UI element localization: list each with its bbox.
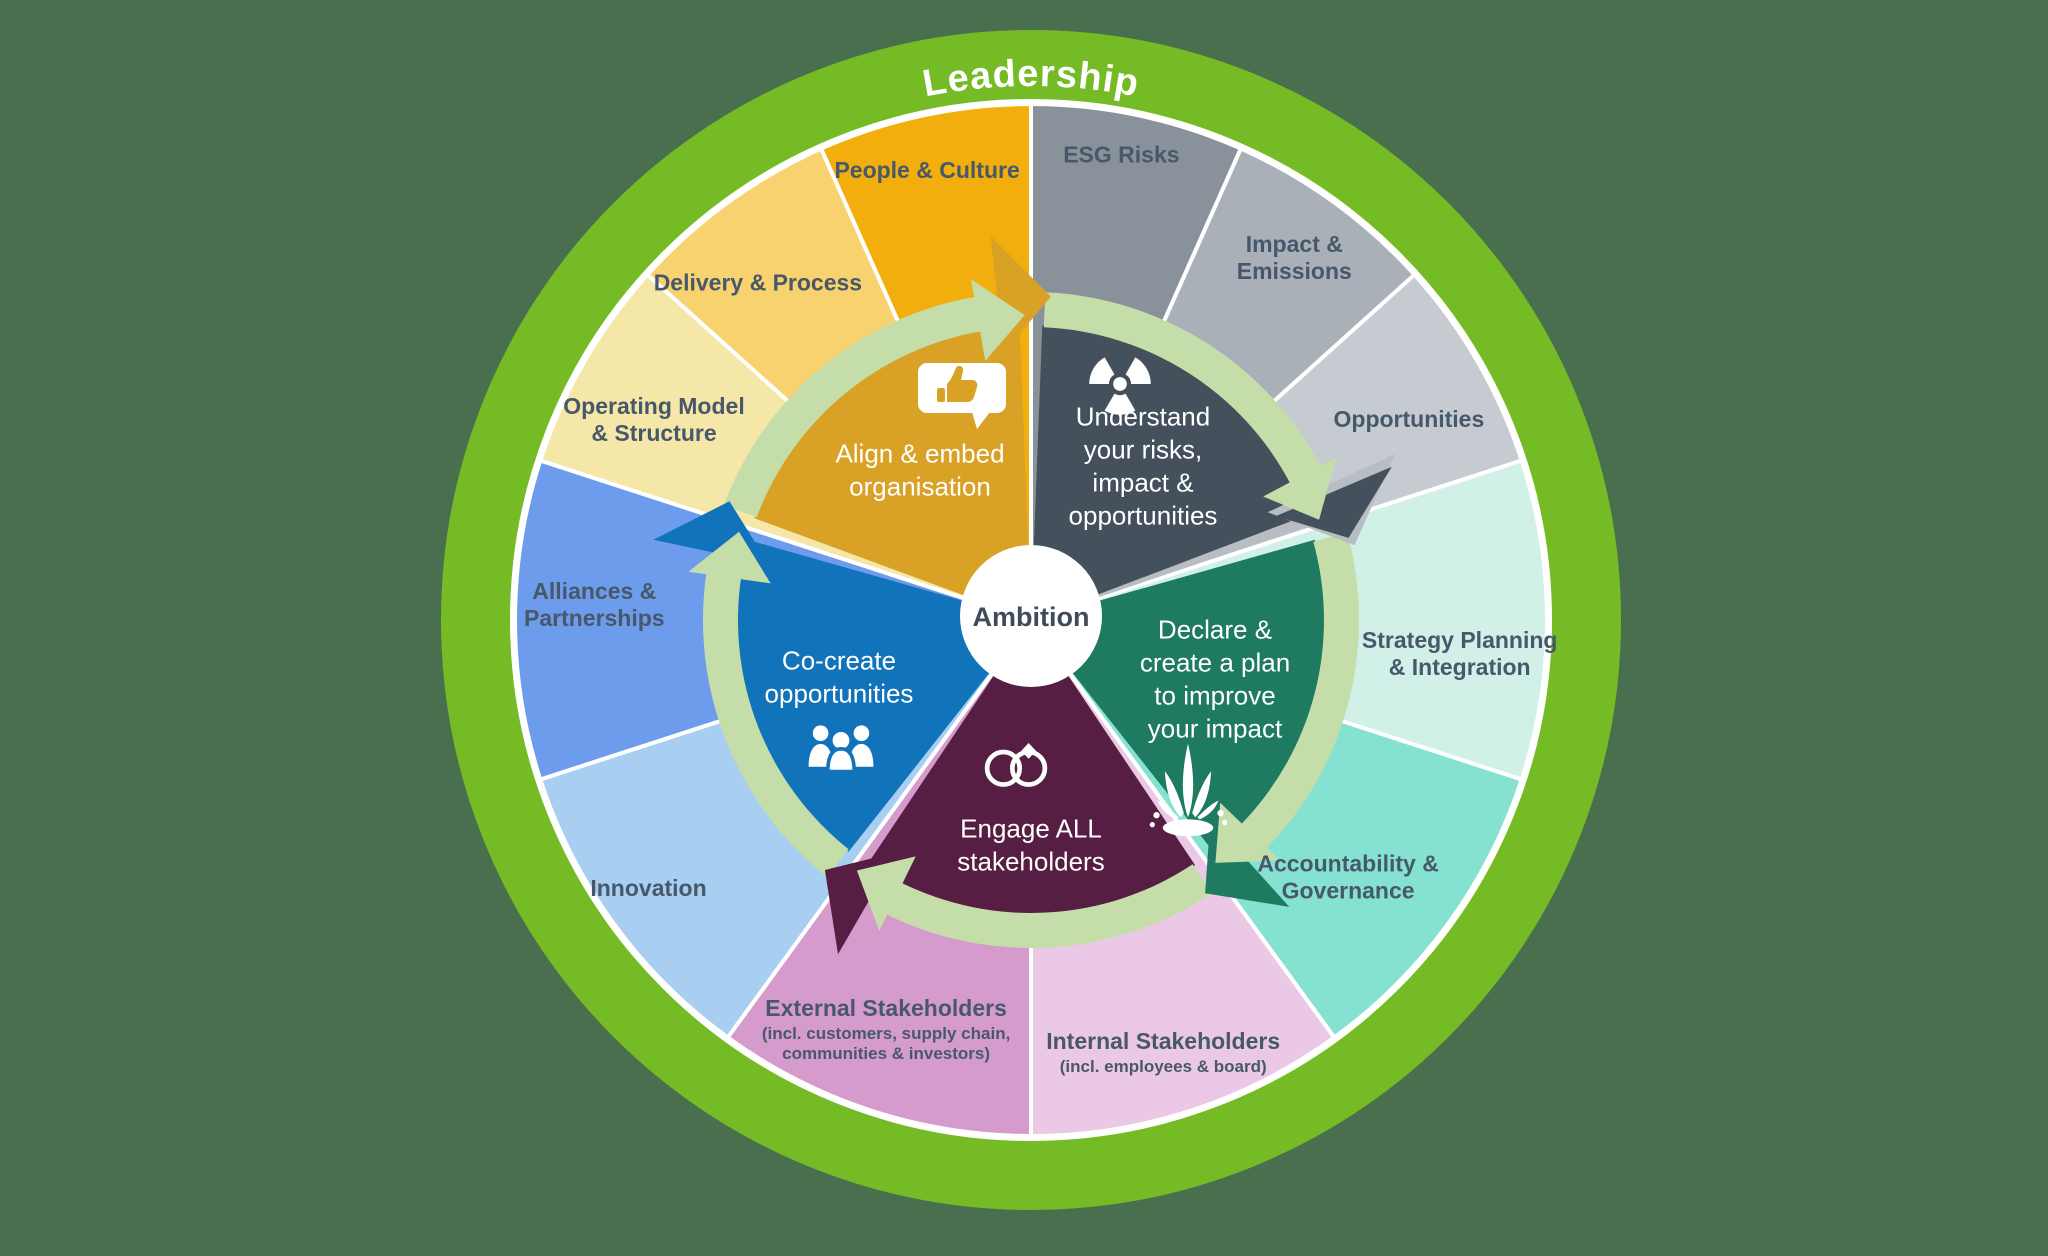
segment-sublabel-external-stakeholders: communities & investors) xyxy=(782,1044,990,1063)
segment-label-esg-risks: ESG Risks xyxy=(1063,142,1179,168)
ring-inner-border xyxy=(510,99,1552,1141)
people-icon xyxy=(806,723,876,774)
wedge-label-engage: stakeholders xyxy=(957,847,1104,877)
segment-label-operating-model-structure: Operating Model xyxy=(563,393,744,419)
segment-label-delivery-process: Delivery & Process xyxy=(654,270,862,296)
segment-label-innovation: Innovation xyxy=(590,875,706,901)
flow-arc-engage xyxy=(884,864,1212,948)
wedge-label-engage: Engage ALL xyxy=(960,814,1102,844)
segment-sublabel-internal-stakeholders: (incl. employees & board) xyxy=(1060,1057,1267,1076)
flow-arrowhead-icon xyxy=(970,279,1025,361)
flow-arc-align xyxy=(723,296,983,518)
leadership-ring xyxy=(441,30,1621,1210)
flow-arc-co-create xyxy=(702,571,849,877)
flow-arrowhead-icon xyxy=(688,531,771,584)
segment-label-strategy-planning-integration: Strategy Planning xyxy=(1362,627,1558,653)
segment-label-external-stakeholders: External Stakeholders xyxy=(765,995,1007,1021)
wedge-label-declare: create a plan xyxy=(1140,648,1290,678)
segment-label-impact-emissions: Emissions xyxy=(1237,258,1352,284)
segment-label-strategy-planning-integration: & Integration xyxy=(1389,654,1531,680)
segment-label-operating-model-structure: & Structure xyxy=(591,420,716,446)
wedge-label-understand: Understand xyxy=(1076,402,1210,432)
wedge-label-declare: Declare & xyxy=(1158,615,1272,645)
flow-arrowhead-icon xyxy=(1215,802,1280,863)
segment-label-opportunities: Opportunities xyxy=(1334,406,1485,432)
flow-arc-understand xyxy=(1043,292,1322,485)
wedge-label-understand: your risks, xyxy=(1084,435,1202,465)
wedge-label-align: organisation xyxy=(849,472,991,502)
segment-label-people-culture: People & Culture xyxy=(834,157,1019,183)
wedge-label-understand: opportunities xyxy=(1069,501,1218,531)
wedge-engage xyxy=(866,620,1196,915)
wedge-label-declare: your impact xyxy=(1148,714,1283,744)
segment-label-impact-emissions: Impact & xyxy=(1246,231,1343,257)
wedge-understand xyxy=(1031,325,1307,620)
segment-label-accountability-governance: Accountability & xyxy=(1257,850,1438,876)
flow-arc-declare xyxy=(1240,532,1360,850)
wedge-tip-understand xyxy=(1275,466,1392,538)
wedge-declare xyxy=(1031,539,1327,852)
segment-label-internal-stakeholders: Internal Stakeholders xyxy=(1046,1028,1280,1054)
segment-label-accountability-governance: Governance xyxy=(1282,877,1415,903)
wedge-label-align: Align & embed xyxy=(835,439,1004,469)
ambition-center-circle xyxy=(960,545,1102,687)
wedge-label-declare: to improve xyxy=(1154,681,1275,711)
flow-arrowhead-icon xyxy=(1263,457,1337,520)
wedge-co-create xyxy=(735,539,1031,852)
wedge-label-co-create: opportunities xyxy=(765,679,914,709)
wedge-label-co-create: Co-create xyxy=(782,646,896,676)
segment-sublabel-external-stakeholders: (incl. customers, supply chain, xyxy=(762,1024,1010,1043)
wedge-label-understand: impact & xyxy=(1092,468,1193,498)
segment-label-alliances-partnerships: Partnerships xyxy=(524,605,665,631)
flow-arrowhead-icon xyxy=(856,856,916,931)
segment-label-alliances-partnerships: Alliances & xyxy=(532,578,656,604)
ambition-label: Ambition xyxy=(973,602,1090,632)
